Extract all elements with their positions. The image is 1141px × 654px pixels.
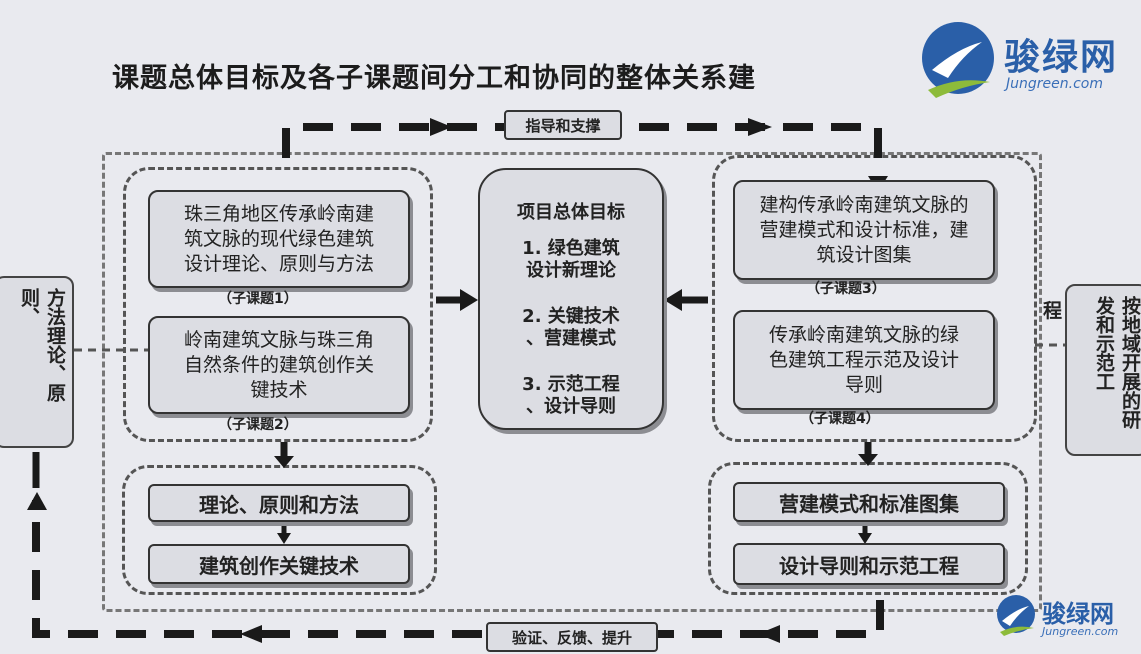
logo-name: 骏绿网 — [1004, 37, 1119, 78]
left-subproject-group — [123, 167, 433, 442]
subproject-2-line-3: 键技术 — [250, 378, 308, 401]
center-goal-item-2b: 、营建模式 — [526, 328, 616, 349]
right-output-guidelines: 设计导则和示范工程 — [733, 543, 1005, 585]
subproject-3-label: （子课题3） — [806, 281, 886, 297]
center-goal-box: 项目总体目标 1. 绿色建筑 设计新理论 2. 关键技术 、营建模式 3. 示范… — [478, 168, 664, 430]
right-side-partial-label: 程 — [1043, 300, 1063, 322]
logo-top: 骏绿网 Jungreen.com — [918, 20, 1138, 102]
watermark-name: 骏绿网 — [1042, 600, 1114, 628]
outer-dashed-region — [102, 152, 1042, 612]
left-to-center-head — [460, 289, 478, 311]
subproject-2-line-2: 自然条件的建筑创作关 — [183, 353, 374, 376]
top-arrow-left — [430, 118, 452, 136]
top-arrow-right — [748, 118, 772, 136]
left-output-techniques: 建筑创作关键技术 — [148, 544, 410, 584]
bottom-feedback-label: 验证、反馈、提升 — [486, 622, 658, 652]
logo-mark-icon — [922, 22, 994, 98]
subproject-4-line-3: 导则 — [844, 373, 883, 396]
subproject-1-box: 珠三角地区传承岭南建 筑文脉的现代绿色建筑 设计理论、原则与方法 — [148, 190, 410, 288]
bottom-arrow-1 — [758, 625, 780, 643]
subproject-1-line-1: 珠三角地区传承岭南建 — [183, 202, 374, 225]
bottom-feedback-path — [32, 500, 884, 638]
center-goal-item-2a: 2. 关键技术 — [522, 306, 620, 327]
subproject-3-line-2: 营建模式和设计标准，建 — [759, 218, 969, 241]
watermark-mark-icon — [997, 595, 1035, 636]
center-goal-item-3a: 3. 示范工程 — [522, 374, 620, 395]
logo-url: Jungreen.com — [1006, 76, 1103, 92]
right-down-head — [858, 454, 878, 466]
right-inner-head — [858, 533, 872, 544]
top-guidance-path — [282, 123, 882, 182]
subproject-4-label: （子课题4） — [800, 411, 880, 427]
subproject-1-line-3: 设计理论、原则与方法 — [183, 252, 374, 275]
watermark-url: Jungreen.com — [1042, 625, 1119, 638]
top-guidance-label: 指导和支撑 — [504, 110, 622, 140]
page-title: 课题总体目标及各子课题间分工和协同的整体关系建 — [112, 63, 756, 94]
subproject-1-label: （子课题1） — [218, 291, 298, 307]
center-goal-item-3b: 、设计导则 — [526, 396, 616, 417]
left-inner-head — [277, 533, 291, 544]
left-output-group — [122, 465, 437, 595]
right-output-models: 营建模式和标准图集 — [733, 482, 1005, 522]
center-goal-heading: 项目总体目标 — [517, 202, 625, 223]
subproject-3-box: 建构传承岭南建筑文脉的 营建模式和设计标准，建 筑设计图集 — [733, 180, 995, 280]
subproject-3-line-3: 筑设计图集 — [816, 243, 912, 266]
left-side-label: 方法理论、原则、 — [0, 276, 74, 448]
bottom-arrow-2 — [240, 625, 262, 643]
center-goal-item-1b: 设计新理论 — [526, 260, 616, 281]
right-to-center-head — [664, 289, 682, 311]
right-side-label: 按地域开展的研发和示范工 — [1065, 284, 1141, 456]
logo-bottom: 骏绿网 Jungreen.com — [994, 592, 1139, 650]
left-down-head — [274, 456, 294, 468]
subproject-2-line-1: 岭南建筑文脉与珠三角 — [183, 328, 374, 351]
subproject-1-line-2: 筑文脉的现代绿色建筑 — [183, 227, 374, 250]
subproject-4-line-2: 色建筑工程示范及设计 — [768, 348, 959, 371]
subproject-4-box: 传承岭南建筑文脉的绿 色建筑工程示范及设计 导则 — [733, 310, 995, 410]
subproject-4-line-1: 传承岭南建筑文脉的绿 — [768, 323, 959, 346]
subproject-2-label: （子课题2） — [218, 417, 298, 433]
subproject-3-line-1: 建构传承岭南建筑文脉的 — [759, 193, 969, 216]
center-goal-item-1a: 1. 绿色建筑 — [522, 238, 620, 259]
bottom-arrow-up — [27, 492, 47, 510]
left-output-theory: 理论、原则和方法 — [148, 484, 410, 522]
subproject-2-box: 岭南建筑文脉与珠三角 自然条件的建筑创作关 键技术 — [148, 316, 410, 414]
